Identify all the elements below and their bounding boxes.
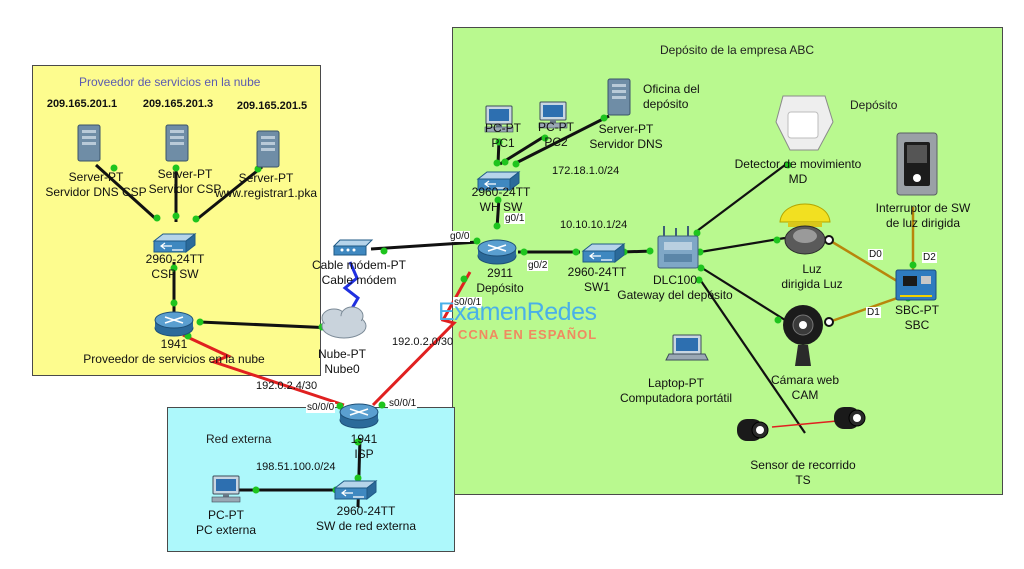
external-switch-icon[interactable] (334, 480, 377, 500)
port-d0: D0 (868, 249, 883, 260)
warehouse-router-icon[interactable] (477, 239, 517, 265)
external-network-title: Red externa (206, 432, 272, 446)
sbc-board-icon[interactable] (895, 269, 937, 301)
csp-switch-icon[interactable] (153, 233, 196, 253)
csp-server-ip: 209.165.201.3 (142, 98, 214, 110)
serial-links (182, 271, 472, 407)
watermark-brand: ExamenRedes (438, 298, 597, 326)
csp-server-icon[interactable] (165, 124, 189, 162)
watermark-tagline: CCNA EN ESPAÑOL (458, 327, 598, 342)
coax-link (342, 261, 360, 311)
port-g0-0: g0/0 (449, 231, 471, 242)
cloud-provider-title: Proveedor de servicios en la nube (79, 75, 261, 89)
isp-router-icon[interactable] (339, 403, 379, 429)
port-s0-0-0-isp: s0/0/0 (306, 402, 336, 413)
iot-connectors (824, 235, 834, 327)
external-pc-icon[interactable] (211, 475, 241, 503)
port-g0-1: g0/1 (504, 213, 526, 224)
laptop-icon[interactable] (665, 334, 709, 361)
cable-modem-icon[interactable] (332, 239, 374, 256)
tripwire-sensor-left-icon[interactable] (736, 418, 769, 442)
isp-cloud-wan: 192.0.2.4/30 (256, 380, 318, 392)
deposito-zone-title: Depósito (850, 98, 898, 112)
iot-links (696, 164, 806, 434)
light-icon[interactable] (779, 203, 831, 255)
dns-server-icon[interactable] (77, 124, 101, 162)
office-label: Oficina del depósito (643, 82, 700, 111)
light-switch-icon[interactable] (896, 132, 938, 196)
motion-detector-icon[interactable] (775, 95, 834, 151)
iot-lan-network: 10.10.10.1/24 (560, 219, 628, 231)
port-d1: D1 (866, 307, 881, 318)
sw1-icon[interactable] (582, 243, 625, 263)
csp-router-icon[interactable] (154, 311, 194, 337)
port-s0-0-1-warehouse: s0/0/1 (453, 297, 483, 308)
tripwire-sensor-right-icon[interactable] (833, 406, 866, 430)
dns-server-ip: 209.165.201.1 (46, 98, 118, 110)
external-lan-network: 198.51.100.0/24 (256, 461, 336, 473)
internet-cloud-icon[interactable] (321, 306, 367, 339)
dlc100-gateway-icon[interactable] (657, 226, 699, 269)
port-g0-2: g0/2 (527, 260, 549, 271)
webcam-icon[interactable] (783, 305, 823, 366)
port-s0-0-1-isp: s0/0/1 (388, 398, 418, 409)
port-d2: D2 (922, 252, 937, 263)
registrar-server-ip: 209.165.201.5 (236, 100, 308, 112)
warehouse-dns-server-icon[interactable] (607, 78, 631, 116)
abc-warehouse-title: Depósito de la empresa ABC (660, 43, 815, 57)
isp-warehouse-wan: 192.0.2.0/30 (392, 336, 454, 348)
registrar-server-icon[interactable] (256, 130, 280, 168)
wh-lan-network: 172.18.1.0/24 (552, 165, 620, 177)
